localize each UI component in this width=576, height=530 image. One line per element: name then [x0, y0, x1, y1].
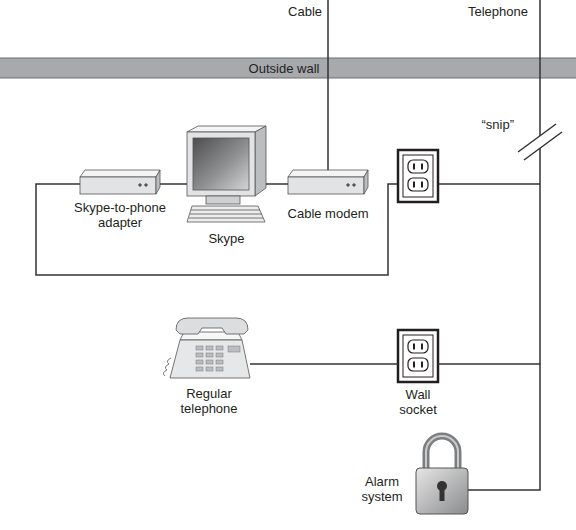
keyboard-row: [189, 218, 263, 219]
wires: [36, 0, 562, 364]
phone-adapter: Skype-to-phone adapter: [80, 170, 160, 194]
outlet-jack: [408, 340, 428, 353]
device-label: Skype: [187, 231, 267, 246]
outlet-slot: [413, 344, 415, 350]
cable-modem: Cable modem: [288, 170, 368, 194]
adapter-symbol: [80, 170, 160, 194]
phone-body: [170, 340, 250, 378]
socket-wire: [438, 183, 540, 185]
outside-wall-band: [0, 58, 576, 78]
phone-display: [228, 346, 240, 352]
wire-label: Cable: [288, 4, 322, 19]
device-label: Cable modem: [272, 206, 384, 221]
device-label: Regular telephone: [167, 386, 251, 416]
device-label: Alarm system: [354, 474, 410, 504]
wire-connector: [250, 363, 398, 365]
snip-mark: [524, 132, 562, 160]
phone-key: [206, 346, 213, 350]
computer-symbol: [187, 126, 266, 222]
device-front: [80, 177, 156, 194]
outlet-jack: [408, 160, 428, 173]
phone-keypad: [196, 346, 240, 371]
monitor-screen: [193, 138, 249, 190]
keyboard-row: [191, 210, 260, 211]
keyboard-row: [190, 214, 262, 215]
outlet-slot: [413, 182, 415, 188]
monitor-stand: [206, 196, 240, 204]
phone-key: [216, 360, 223, 364]
phone-cord: [163, 358, 171, 376]
wall-socket: Wall socket: [398, 330, 438, 382]
monitor-top: [187, 126, 266, 132]
cable-line: [327, 0, 329, 170]
adapter-wire: [36, 184, 398, 275]
outlet-jack: [408, 358, 428, 371]
computer: Skype: [187, 124, 266, 224]
phone-key: [206, 353, 213, 357]
telephone-line: [539, 0, 541, 364]
phone-key: [216, 353, 223, 357]
alarm-lock: Alarm system: [416, 436, 468, 514]
monitor-side: [255, 126, 266, 196]
device-side: [364, 170, 368, 194]
wire-connector: [160, 183, 187, 185]
snip-mark: [518, 124, 556, 152]
outlet-plate: [398, 330, 438, 382]
phone-key: [216, 346, 223, 350]
band-label: Outside wall: [249, 61, 320, 76]
outlet-slot: [413, 164, 415, 170]
wire-connector: [438, 364, 540, 490]
phone-key: [206, 367, 213, 371]
padlock-shackle-shine: [426, 436, 458, 472]
device-label: Wall socket: [390, 387, 446, 417]
outlet-slot: [421, 164, 423, 170]
phone-handset: [176, 318, 248, 334]
device-top: [288, 170, 368, 177]
outlet-inner: [403, 335, 433, 377]
wire-connector: [266, 183, 288, 185]
outlet-symbol: [398, 330, 438, 382]
phone-key: [216, 367, 223, 371]
telephone-symbol: [163, 318, 250, 378]
device-side: [156, 170, 160, 194]
padlock-symbol: [416, 436, 468, 514]
phone-key: [196, 353, 203, 357]
outlet-inner: [403, 155, 433, 197]
phone-key: [206, 360, 213, 364]
padlock-keyhole: [440, 489, 445, 501]
modem-symbol: [288, 170, 368, 194]
device-led: [145, 184, 148, 187]
phone-key: [196, 367, 203, 371]
wire-label: Telephone: [468, 4, 528, 19]
cut-label: “snip”: [481, 117, 514, 132]
wall-band: Outside wall: [0, 58, 576, 78]
padlock-body: [416, 468, 468, 514]
device-led: [139, 184, 142, 187]
monitor-front: [187, 132, 255, 196]
outlet-symbol: [398, 150, 438, 202]
device-led: [347, 184, 350, 187]
phone-key: [196, 360, 203, 364]
telephone: Regular telephone: [168, 316, 250, 380]
outlet-slot: [421, 344, 423, 350]
outlet-slot: [413, 362, 415, 368]
outlet-plate: [398, 150, 438, 202]
outlet-slot: [421, 182, 423, 188]
outlet-jack: [408, 178, 428, 191]
device-led: [353, 184, 356, 187]
outlet-slot: [421, 362, 423, 368]
device-front: [288, 177, 364, 194]
connector-layer: [160, 184, 540, 490]
padlock-shackle: [426, 436, 458, 472]
phone-key: [196, 346, 203, 350]
device-label: Skype-to-phone adapter: [64, 200, 176, 230]
device-top: [80, 170, 160, 177]
keyboard: [187, 206, 265, 222]
